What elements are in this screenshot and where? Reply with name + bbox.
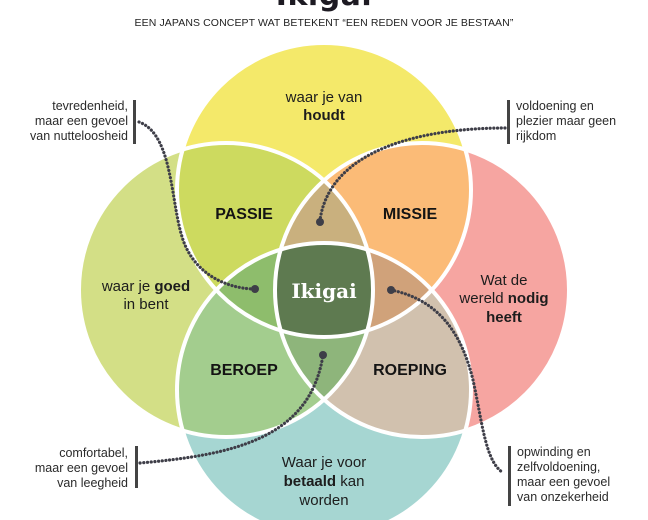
connector-bottom-right	[389, 288, 504, 474]
connector-bottom-left	[138, 353, 325, 465]
page-subtitle: EEN JAPANS CONCEPT WAT BETEKENT “EEN RED…	[134, 17, 514, 29]
note-line: tevredenheid,	[52, 99, 128, 113]
overlap-bottom-triple	[275, 243, 373, 437]
overlap-top-triple	[275, 143, 373, 337]
connector-top-right	[318, 126, 507, 222]
good-at-text-line1: waar je goed	[101, 278, 190, 295]
note-bar-top-right	[507, 100, 510, 144]
note-line: maar een gevoel	[34, 114, 128, 128]
love-text-line1: waar je van	[285, 89, 363, 106]
label-beroep: BEROEP	[210, 362, 278, 379]
paid-text-line2: betaald kan	[284, 473, 365, 490]
world-needs-text-line1: Wat de	[481, 272, 528, 289]
page-title: Ikigai	[0, 0, 648, 13]
label-missie: MISSIE	[383, 206, 438, 223]
note-bar-bottom-right	[508, 446, 511, 506]
connector-dot	[251, 285, 259, 293]
note-bar-bottom-left	[135, 446, 138, 488]
world-needs-text-line2: wereld nodig	[458, 290, 548, 307]
note-line: maar een gevoel	[34, 461, 128, 475]
connector-top-left	[137, 120, 257, 291]
note-line: plezier maar geen	[516, 114, 617, 128]
note-line: maar een gevoel	[517, 475, 611, 489]
note-bottom-right: opwinding en zelfvoldoening, maar een ge…	[517, 445, 610, 505]
connector-lines	[137, 120, 507, 474]
label-passie: PASSIE	[215, 206, 273, 223]
overlap-right-triple	[275, 243, 471, 337]
paid-text-line1: Waar je voor	[282, 454, 366, 471]
connector-dot	[319, 351, 327, 359]
overlap-left-triple	[177, 243, 373, 337]
connector-dots	[251, 218, 395, 359]
note-bottom-left: comfortabel, maar een gevoel van leeghei…	[35, 446, 128, 491]
world-needs-text-line3: heeft	[486, 309, 522, 326]
circle-outlines	[77, 41, 571, 520]
note-top-right: voldoening en plezier maar geen rijkdom	[516, 99, 616, 144]
note-line: van nutteloosheid	[30, 129, 128, 143]
note-bar-top-left	[133, 100, 136, 144]
good-at-text-line2: in bent	[123, 296, 169, 313]
label-roeping: ROEPING	[373, 362, 447, 379]
note-top-left: tevredenheid, maar een gevoel van nuttel…	[30, 99, 128, 144]
note-line: comfortabel,	[59, 446, 128, 460]
note-line: van onzekerheid	[517, 490, 609, 504]
note-line: zelfvoldoening,	[517, 460, 601, 474]
note-line: rijkdom	[516, 129, 557, 143]
connector-dot	[316, 218, 324, 226]
connector-dot	[387, 286, 395, 294]
note-line: van leegheid	[57, 476, 128, 490]
label-ikigai-center: Ikigai	[291, 279, 357, 303]
love-text-bold: houdt	[303, 107, 345, 124]
note-line: opwinding en	[517, 445, 591, 459]
paid-text-line3: worden	[298, 492, 348, 509]
note-line: voldoening en	[516, 99, 594, 113]
